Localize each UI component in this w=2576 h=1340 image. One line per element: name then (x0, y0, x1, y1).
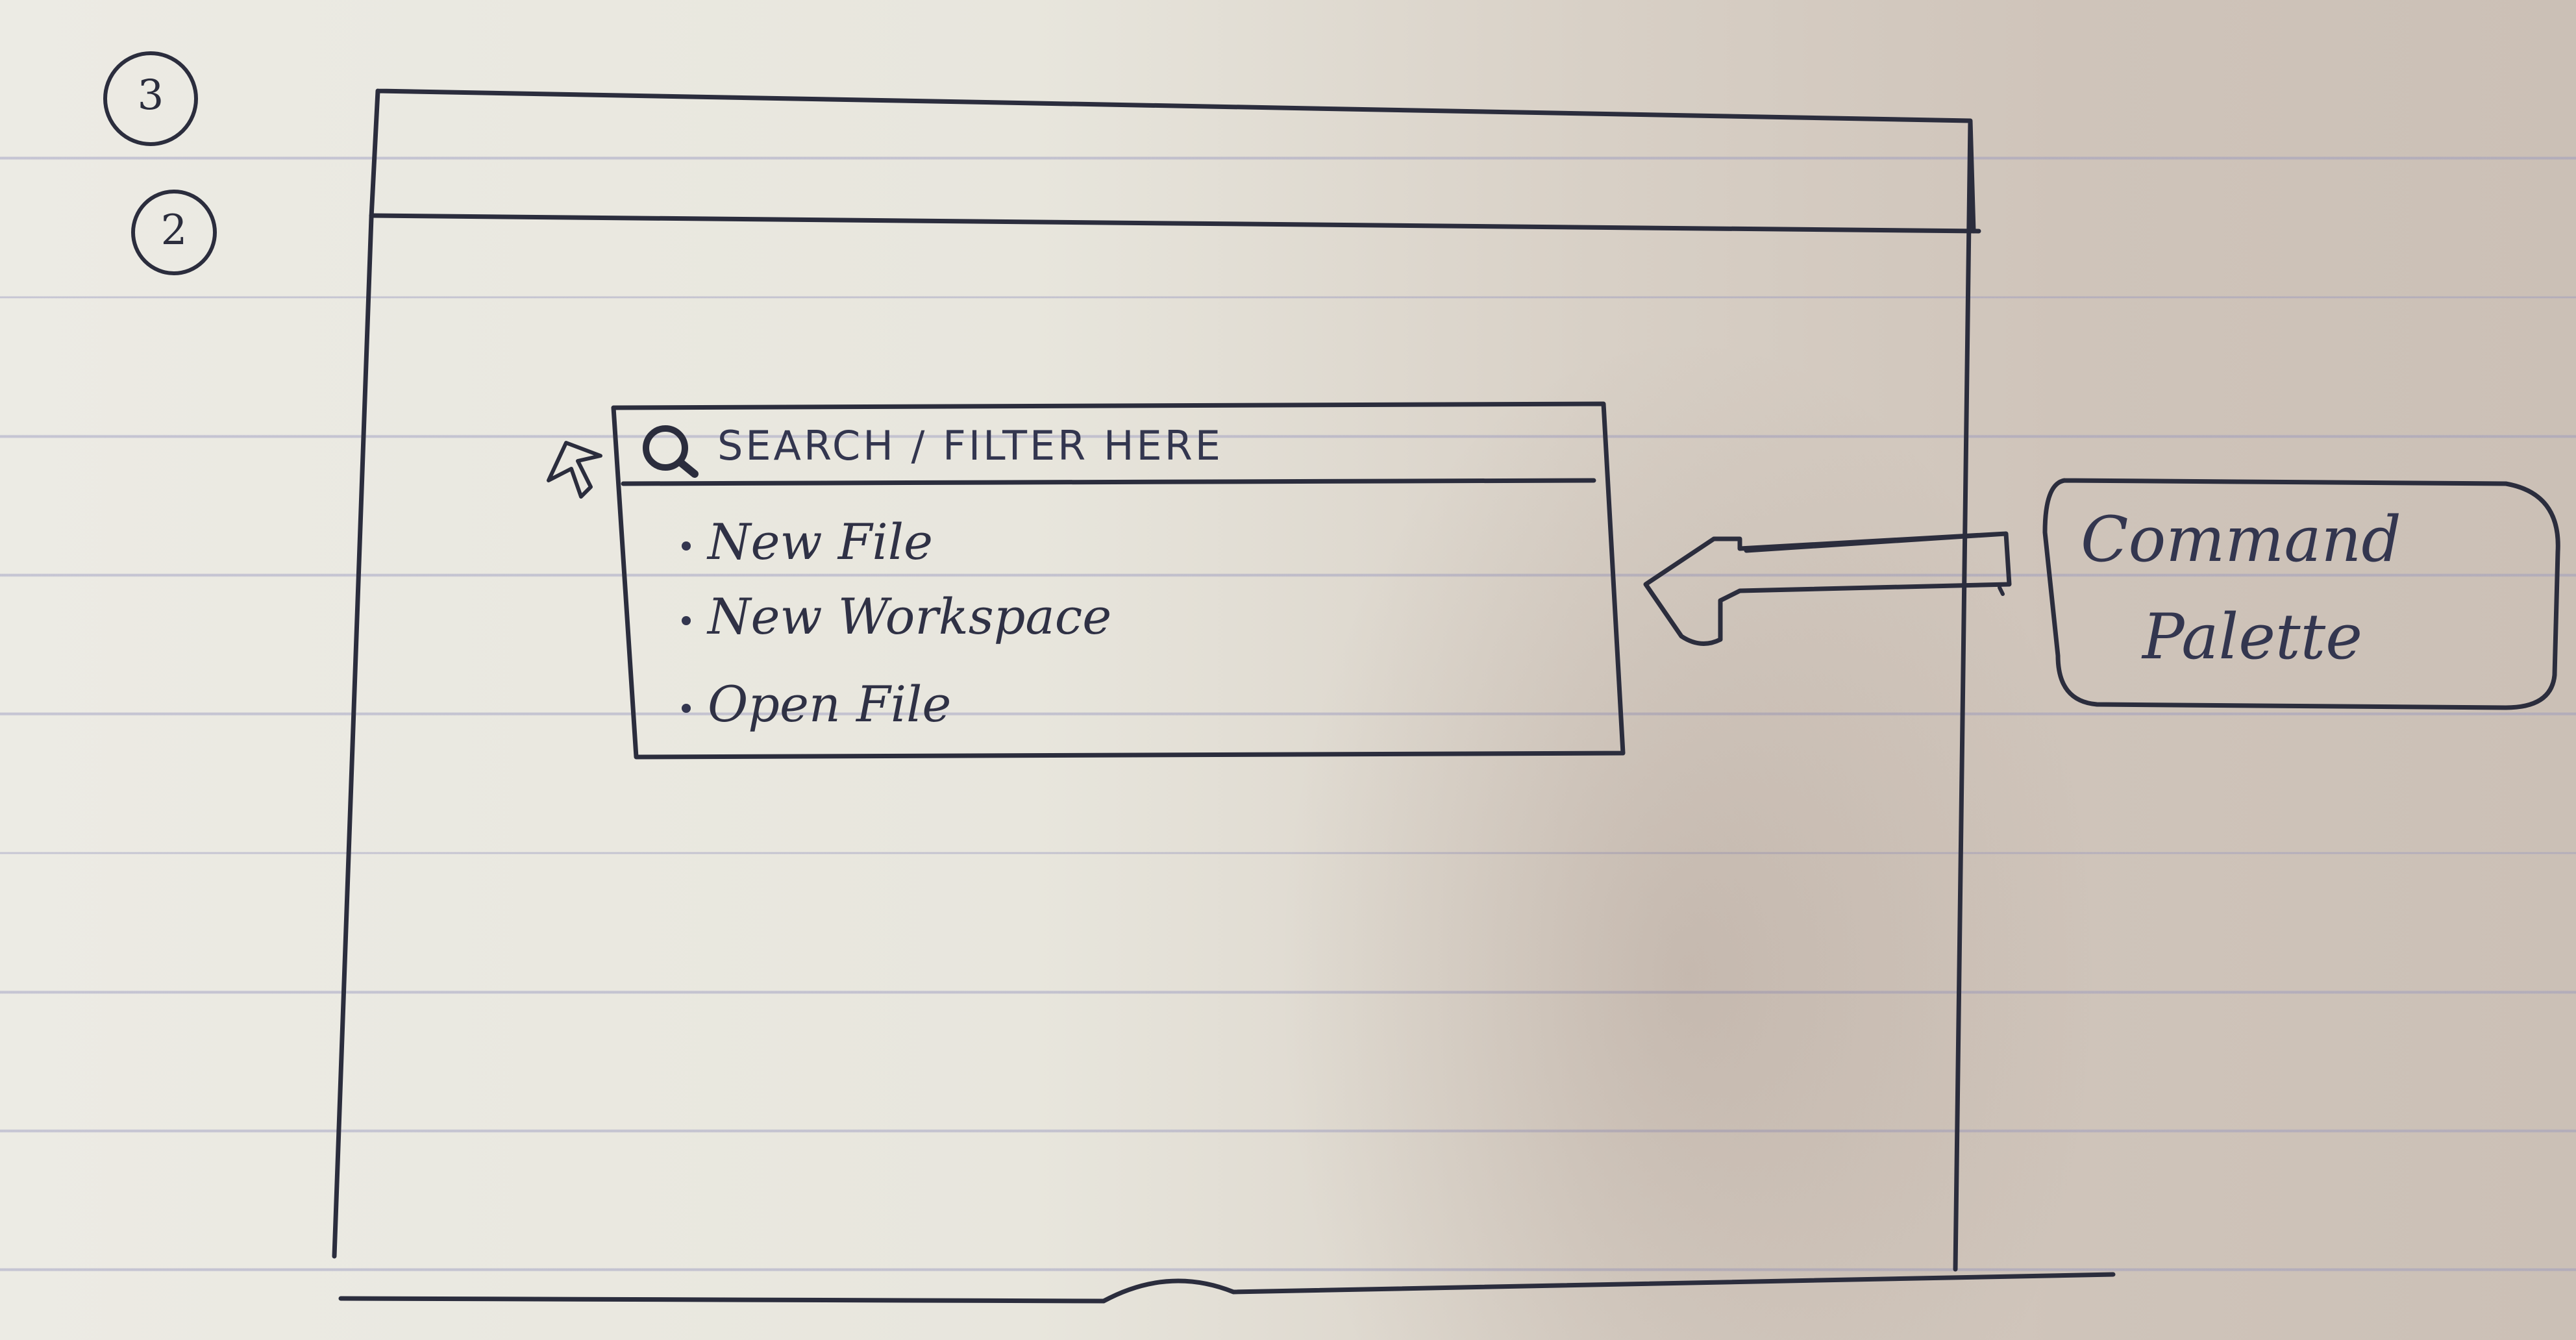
callout-label-line-2: Palette (2142, 601, 2362, 673)
step-number-2: 2 (160, 206, 188, 254)
command-palette-box (611, 401, 1626, 760)
search-bar-divider (621, 478, 1596, 486)
search-input[interactable]: SEARCH / FILTER HERE (717, 422, 1223, 469)
menu-item-label: Open File (708, 675, 952, 733)
cursor-icon (547, 441, 602, 499)
callout-arrow-icon (1643, 531, 2012, 646)
step-number-3: 3 (137, 71, 164, 119)
callout-box (2042, 478, 2560, 710)
window-frame (332, 88, 2116, 1304)
menu-item-label: New Workspace (708, 588, 1112, 645)
menu-item-new-workspace[interactable]: New Workspace (682, 588, 1111, 645)
menu-item-open-file[interactable]: Open File (682, 675, 951, 733)
search-icon (643, 425, 699, 478)
callout-label-line-1: Command (2081, 503, 2401, 576)
bullet-icon (682, 541, 691, 551)
menu-item-label: New File (708, 513, 934, 571)
step-circle-3 (103, 51, 198, 146)
bullet-icon (682, 704, 691, 713)
step-circle-2 (131, 190, 217, 275)
title-bar-divider (369, 213, 1981, 234)
bullet-icon (682, 616, 691, 625)
menu-item-new-file[interactable]: New File (682, 513, 933, 571)
